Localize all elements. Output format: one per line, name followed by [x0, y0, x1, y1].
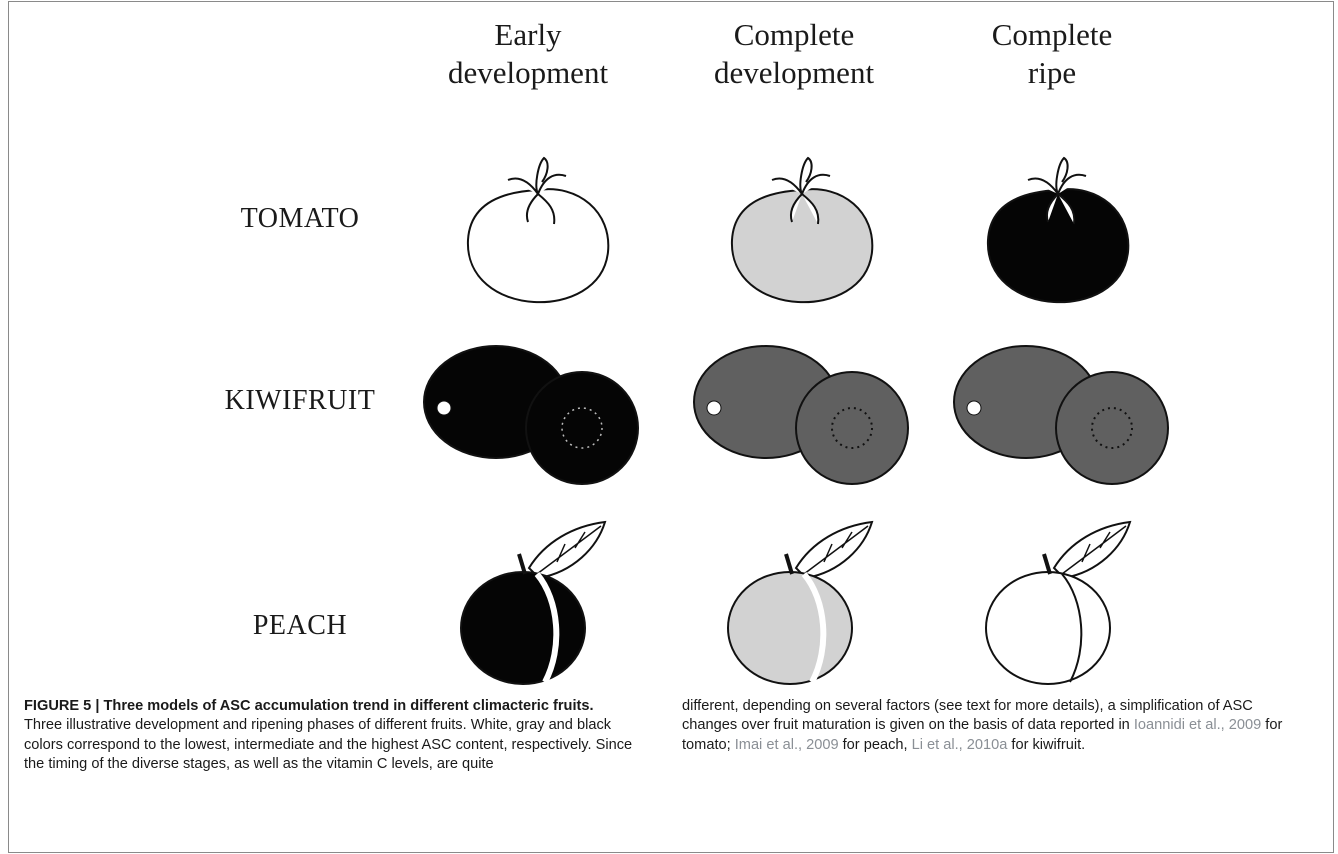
- column-header-line: development: [447, 55, 609, 90]
- column-header-complete-ripe: Complete ripe: [942, 16, 1162, 92]
- tomato-complete-ripe-illustration: [978, 150, 1138, 310]
- figure-caption-label: FIGURE 5 | Three models of ASC accumulat…: [24, 698, 594, 714]
- row-label-tomato: TOMATO: [240, 203, 360, 234]
- figure-caption-text: for tomato;: [682, 717, 1283, 753]
- figure-caption-text: for kiwifruit.: [1007, 736, 1086, 753]
- column-header-line: development: [713, 55, 875, 90]
- peach-early-illustration: [455, 518, 615, 688]
- figure-caption-text: for peach,: [838, 736, 912, 753]
- tomato-early-illustration: [458, 150, 618, 310]
- kiwifruit-complete-ripe-illustration: [948, 340, 1178, 490]
- figure-caption-column-1: FIGURE 5 | Three models of ASC accumulat…: [24, 697, 634, 774]
- column-header-complete-development: Complete development: [684, 16, 904, 92]
- reference-link-li[interactable]: Li et al., 2010a: [911, 736, 1008, 753]
- reference-link-ioannidi[interactable]: Ioannidi et al., 2009: [1133, 717, 1262, 734]
- figure-caption-text: different, depending on several factors …: [682, 698, 1253, 734]
- figure-caption-column-2: different, depending on several factors …: [682, 697, 1302, 755]
- column-header-line: Early: [494, 17, 562, 52]
- kiwifruit-early-illustration: [418, 340, 648, 490]
- figure-frame: [8, 1, 1334, 853]
- tomato-complete-development-illustration: [722, 150, 882, 310]
- column-header-line: Complete: [733, 17, 855, 52]
- figure-caption-text: Three illustrative development and ripen…: [24, 717, 633, 772]
- column-header-line: Complete: [991, 17, 1113, 52]
- peach-complete-ripe-illustration: [980, 518, 1140, 688]
- kiwifruit-complete-development-illustration: [688, 340, 918, 490]
- row-label-kiwifruit: KIWIFRUIT: [224, 385, 376, 416]
- row-label-peach: PEACH: [252, 610, 348, 641]
- column-header-early-development: Early development: [418, 16, 638, 92]
- peach-complete-development-illustration: [722, 518, 882, 688]
- reference-link-imai[interactable]: Imai et al., 2009: [734, 736, 839, 753]
- column-header-line: ripe: [1027, 55, 1077, 90]
